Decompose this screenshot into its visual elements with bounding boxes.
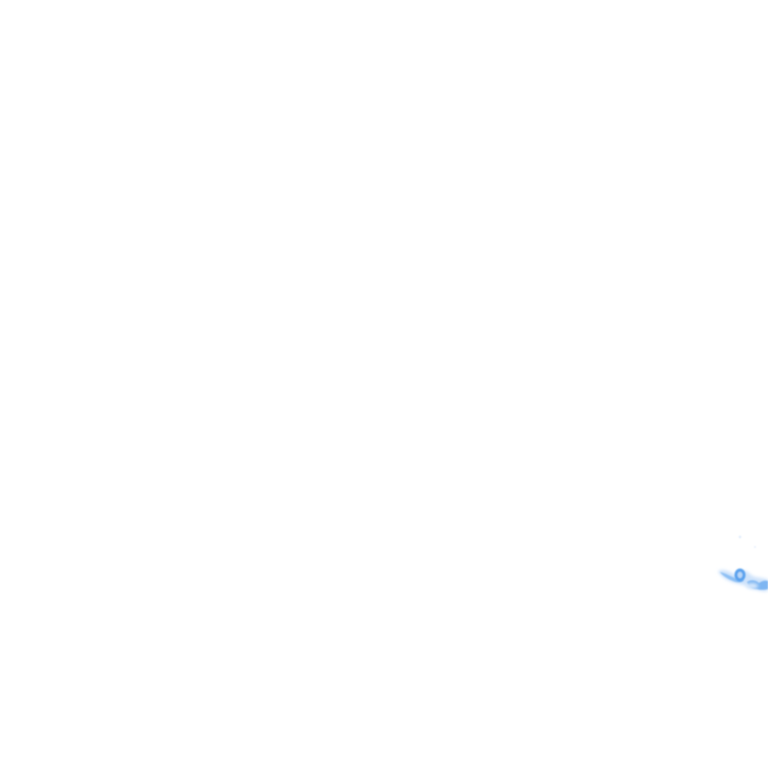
precipitation-speck: [754, 546, 756, 548]
precipitation-speck: [738, 535, 742, 539]
precipitation-cell-5: [746, 583, 758, 589]
precipitation-cell-2: [734, 568, 746, 582]
precipitation-layer: [718, 535, 768, 592]
